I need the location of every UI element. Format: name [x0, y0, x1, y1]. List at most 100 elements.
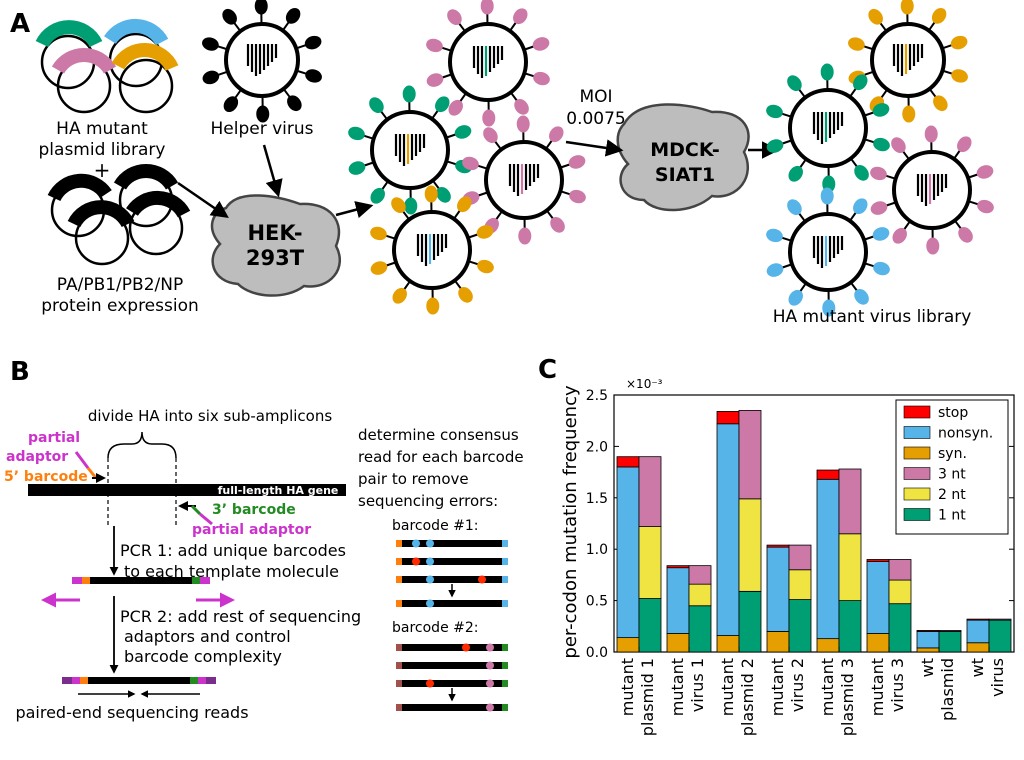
virus-icon: [370, 185, 494, 315]
legend-label: 1 nt: [938, 508, 966, 524]
consensus-label-2: read for each barcode: [358, 448, 524, 466]
bar-stop: [816, 469, 840, 480]
virus-glycoprotein: [550, 216, 565, 233]
legend-swatch: [903, 446, 931, 460]
virus-glycoprotein: [787, 75, 802, 92]
bar-3nt: [938, 630, 962, 632]
bar-syn: [816, 638, 840, 653]
x-tick-label: plasmid: [938, 658, 957, 721]
virus-glycoprotein: [853, 198, 868, 215]
plus-sign: +: [94, 158, 111, 182]
virus-glycoprotein: [950, 35, 968, 50]
bar-1nt: [888, 603, 912, 653]
moi-label-1: MOI: [579, 87, 612, 107]
virus-icon: [870, 125, 994, 255]
ha-gene-label: full-length HA gene: [218, 484, 339, 497]
bar-stop: [966, 618, 990, 621]
bar-2nt: [638, 526, 662, 599]
read-variant-dot: [426, 575, 434, 584]
barcode-reads: [396, 539, 508, 712]
x-tick-label: wt: [918, 658, 937, 677]
virus-glycoprotein: [516, 115, 530, 133]
barcode2-read: [396, 643, 508, 652]
read-left-barcode: [396, 680, 402, 687]
bar-stop: [916, 630, 940, 632]
read-right-barcode: [502, 558, 508, 565]
bar-2nt: [738, 498, 762, 592]
expression-plasmid-icon: [47, 163, 191, 266]
virus-envelope: [788, 88, 868, 168]
bar-nonsyn: [766, 546, 790, 632]
read-body: [402, 680, 502, 687]
virus-glycoprotein: [518, 227, 532, 245]
virus-glycoprotein: [402, 85, 416, 103]
bar-1nt: [838, 600, 862, 653]
plasmid-library-label-2: plasmid library: [39, 140, 166, 160]
virus-glycoprotein: [951, 69, 968, 83]
virus-glycoprotein: [872, 227, 890, 241]
sub-amplicon-brace: [107, 431, 177, 459]
barcode2-label: barcode #2:: [392, 620, 478, 636]
consensus-label-1: determine consensus: [358, 426, 519, 444]
virus-glycoprotein: [788, 289, 803, 306]
consensus-label-3: pair to remove: [358, 470, 469, 488]
read-variant-dot: [486, 703, 494, 712]
virus-glycoprotein: [256, 105, 270, 123]
bar-3nt: [838, 468, 862, 535]
virus-glycoprotein: [457, 196, 472, 213]
bar-3nt: [688, 565, 712, 585]
virus-glycoprotein: [532, 37, 550, 51]
virus-glycoprotein: [285, 7, 301, 24]
pcr1-product: [72, 577, 210, 584]
panel-c-letter: C: [538, 355, 557, 385]
moi-label-2: 0.0075: [566, 109, 625, 129]
hek293t-label-1: HEK-: [247, 221, 302, 245]
pcr1-label-2: to each template molecule: [124, 562, 339, 581]
read-left-barcode: [396, 540, 402, 547]
virus-glycoprotein: [533, 71, 550, 86]
read-variant-dot: [426, 679, 434, 688]
virus-glycoprotein: [569, 189, 586, 204]
read-body: [402, 600, 502, 607]
x-tick-label: plasmid 3: [838, 658, 857, 736]
virus-glycoprotein: [424, 185, 438, 203]
bar-nonsyn: [966, 619, 990, 644]
bar-2nt: [888, 579, 912, 605]
virus-glycoprotein: [462, 156, 479, 171]
primer5-adaptor: [74, 451, 90, 469]
mdck-label-1: MDCK-: [650, 139, 720, 161]
read-variant-dot: [486, 661, 494, 670]
virus-glycoprotein: [820, 187, 834, 205]
barcode2-consensus: [396, 703, 508, 712]
legend-label: 3 nt: [938, 467, 966, 483]
bar-3nt: [988, 618, 1012, 621]
barcode3-label: 3’ barcode: [212, 502, 296, 518]
expression-label-1: PA/PB1/PB2/NP: [57, 275, 183, 295]
barcode1-consensus: [396, 599, 508, 608]
bar-syn: [916, 647, 940, 653]
virus-glycoprotein: [513, 8, 528, 25]
barcode1-read: [396, 557, 508, 566]
mutant-plasmid-icon: [35, 18, 179, 114]
virus-glycoprotein: [870, 166, 887, 181]
virus-glycoprotein: [788, 165, 803, 182]
y-axis-multiplier: ×10⁻³: [626, 377, 663, 391]
virus-glycoprotein: [933, 95, 948, 112]
virus-glycoprotein: [891, 137, 906, 154]
helper-virus-icon: [202, 0, 322, 123]
bar-3nt: [788, 544, 812, 571]
virus-glycoprotein: [873, 261, 890, 276]
x-tick-label: wt: [968, 658, 987, 677]
y-tick-label: 1.0: [586, 542, 608, 558]
bar-stop: [666, 565, 690, 569]
read-variant-dot: [478, 575, 486, 584]
virus-glycoprotein: [766, 139, 784, 153]
legend-swatch: [903, 467, 931, 480]
legend-swatch: [903, 426, 931, 439]
y-tick-label: 0.5: [586, 594, 608, 610]
pcr2-label-3: barcode complexity: [124, 647, 282, 666]
read-body: [402, 540, 502, 547]
virus-envelope: [392, 210, 472, 290]
legend-label: 2 nt: [938, 487, 966, 503]
virus-glycoprotein: [448, 99, 463, 116]
